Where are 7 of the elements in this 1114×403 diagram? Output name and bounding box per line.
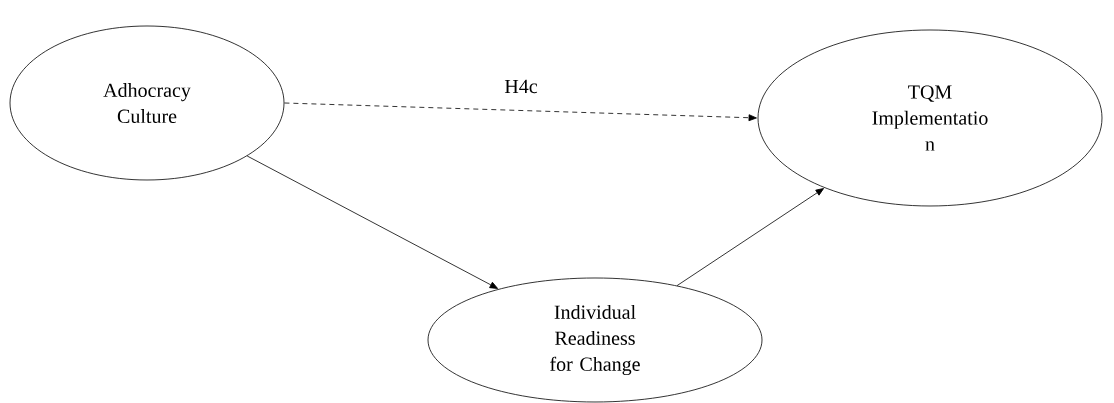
ellipse-node: TQM Implementatio n bbox=[757, 29, 1103, 207]
ellipse-node: Individual Readiness for Change bbox=[427, 277, 763, 403]
arrow bbox=[676, 188, 824, 286]
edge-label: H4c bbox=[503, 78, 539, 95]
arrow bbox=[284, 102, 757, 122]
ellipse-node: Adhocracy Culture bbox=[9, 25, 285, 181]
arrow bbox=[246, 155, 498, 289]
